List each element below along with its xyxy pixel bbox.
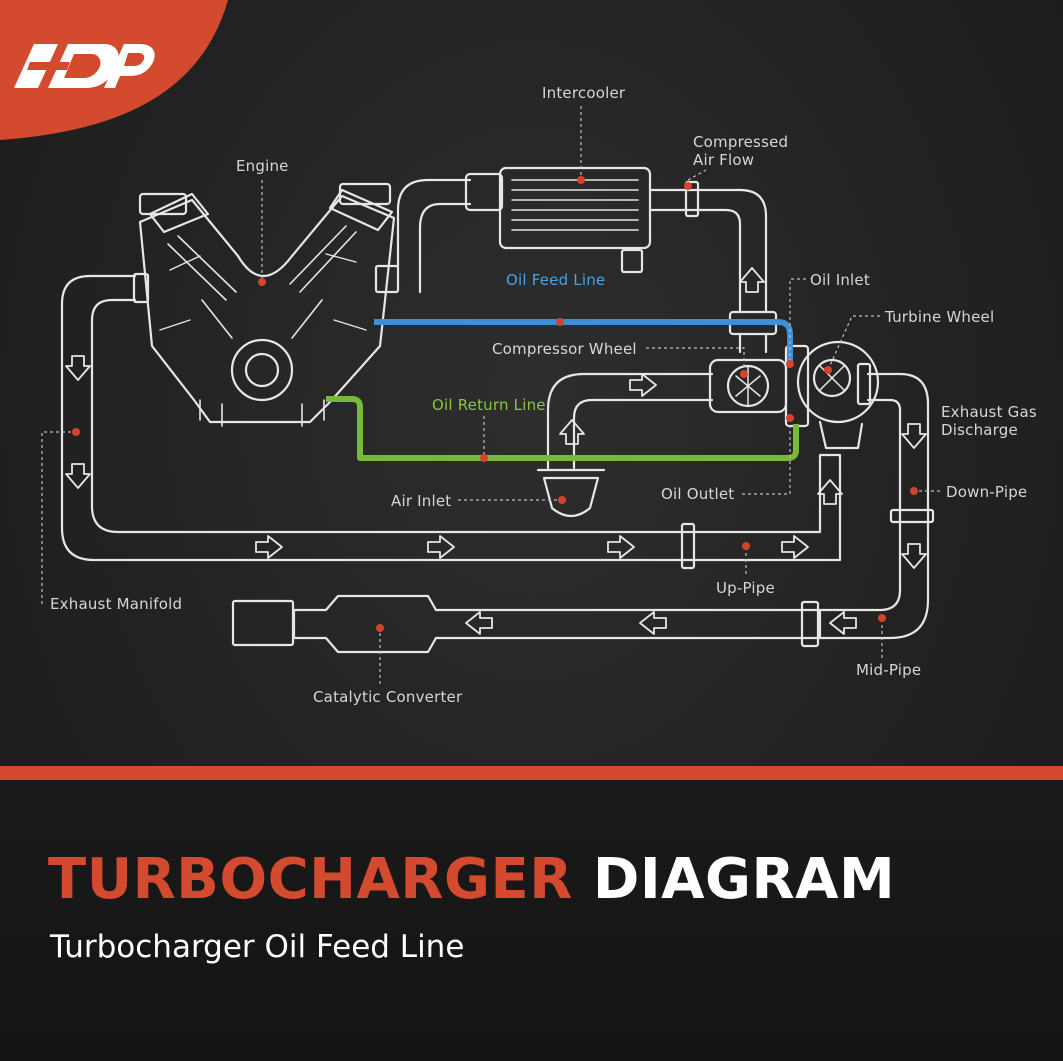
label-oil-outlet: Oil Outlet [661,485,735,503]
label-exhaust-manifold: Exhaust Manifold [50,595,183,613]
flow-arrow-up-1 [817,479,843,505]
brand-logo [0,0,228,140]
diagram-canvas [41,106,940,684]
flow-arrow-down-4 [901,543,927,569]
down-pipe-flange [889,508,935,524]
leader-oil-outlet [742,418,791,495]
compressor-outlet-pipe [738,332,768,354]
flow-arrow-right-5 [629,373,657,397]
intercooler-outlet-pipe [648,188,768,314]
marker-compressed-air [684,182,692,190]
oil-return-line [326,396,799,461]
marker-oil-outlet [786,414,794,422]
label-engine: Engine [236,157,289,175]
flow-arrow-down-1 [65,355,91,381]
flow-arrow-left-1 [829,611,857,635]
marker-turbine-wheel [824,366,832,374]
page-title: TURBOCHARGER DIAGRAM [48,848,895,912]
turbine-blades [819,365,845,391]
label-oil-feed-line: Oil Feed Line [506,271,606,289]
mid-pipe-flange [800,600,820,648]
flow-arrow-left-2 [639,611,667,635]
logo-mark-p [104,44,155,88]
air-inlet-pipe [546,372,714,470]
marker-exhaust-manifold [72,428,80,436]
title-part-turbocharger: TURBOCHARGER [48,847,573,912]
page-subtitle: Turbocharger Oil Feed Line [50,929,465,965]
label-air-inlet: Air Inlet [391,492,452,510]
logo-mark-d [48,44,119,88]
intercooler-outlet-neck [684,180,700,218]
down-pipe [818,372,930,640]
label-up-pipe: Up-Pipe [716,579,775,597]
flow-arrow-right-3 [607,535,635,559]
oil-feed-line [374,319,793,362]
label-exhaust-gas-discharge: Exhaust Gas Discharge [941,403,1037,439]
label-oil-inlet: Oil Inlet [810,271,870,289]
muffler [231,599,295,647]
leader-compressor-wheel [646,347,745,372]
intercooler-inlet-neck [464,172,504,212]
label-intercooler: Intercooler [542,84,626,102]
intercooler-drain [620,248,644,274]
flow-arrow-right-4 [781,535,809,559]
label-oil-return-line: Oil Return Line [432,396,546,414]
engine-intake-pipe [396,178,472,294]
up-pipe-flange [680,522,696,570]
flow-arrow-up-3 [739,267,765,293]
label-compressor-wheel: Compressor Wheel [492,340,637,358]
label-turbine-wheel: Turbine Wheel [885,308,995,326]
marker-intercooler [577,176,585,184]
exhaust-manifold-pipe [60,274,842,562]
compressor-blades [735,365,761,407]
label-down-pipe: Down-Pipe [946,483,1028,501]
flow-arrow-left-3 [465,611,493,635]
marker-air-inlet [558,496,566,504]
turbine-exhaust-outlet [818,420,864,450]
flow-arrow-down-2 [65,463,91,489]
marker-up-pipe [742,542,750,550]
engine-block [132,182,400,427]
air-filter [536,468,606,518]
leader-compressed-air [687,169,707,181]
mid-pipe [434,608,822,640]
marker-compressor-wheel [740,370,748,378]
logo-bar [27,62,70,70]
intercooler-fins [511,179,639,231]
marker-oil-feed [556,318,564,326]
leader-turbine-wheel [827,315,880,371]
intercooler-core [498,166,652,250]
turbine-housing [796,340,880,424]
marker-oil-inlet [786,360,794,368]
flow-arrow-up-2 [559,419,585,445]
turbine-wheel [812,358,852,398]
marker-down-pipe [910,487,918,495]
accent-stripe [0,766,1063,780]
catalytic-converter [292,594,438,654]
marker-mid-pipe [878,614,886,622]
flow-arrow-right-1 [255,535,283,559]
title-band [0,780,1063,1061]
marker-catalytic [376,624,384,632]
label-catalytic-converter: Catalytic Converter [313,688,463,706]
turbine-outlet-flange [856,362,872,406]
leader-exhaust-manifold [41,431,76,604]
marker-oil-return [480,454,488,462]
title-part-diagram: DIAGRAM [592,847,896,912]
flow-arrow-down-3 [901,423,927,449]
label-mid-pipe: Mid-Pipe [856,661,922,679]
flow-arrow-right-2 [427,535,455,559]
marker-engine [258,278,266,286]
label-compressed-air-flow: Compressed Air Flow [693,133,789,169]
